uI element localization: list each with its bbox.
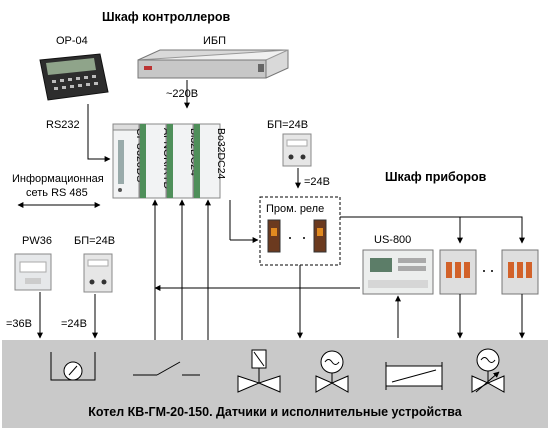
motor-valve-icon — [315, 350, 349, 393]
psu-left-icon — [83, 253, 113, 293]
psu-left-label: БП=24В — [74, 235, 115, 247]
pw36-icon — [14, 253, 52, 291]
v36-label: =36В — [6, 318, 32, 330]
contactor-icon — [501, 249, 539, 295]
pw36-label: PW36 — [22, 235, 52, 247]
module-label: Bo32DC24 — [215, 128, 227, 180]
op04-panel-icon: OP-04 — [39, 35, 109, 101]
flow-meter-icon — [385, 362, 443, 390]
info-network-label-1: Информационная — [12, 173, 104, 185]
switch-icon — [133, 361, 200, 376]
ups-icon: ИБП — [137, 35, 289, 79]
us800-label: US-800 — [374, 234, 411, 246]
relay-icon — [267, 219, 327, 253]
psu-top-label: БП=24В — [267, 119, 308, 131]
solenoid-valve-icon — [237, 349, 281, 393]
info-network-label-2: сеть RS 485 — [26, 187, 88, 199]
relay-label: Пром. реле — [266, 203, 324, 215]
control-valve-icon — [471, 348, 505, 393]
contactor-icon — [439, 249, 477, 295]
instrument-cabinet-title: Шкаф приборов — [385, 170, 487, 184]
boiler-title: Котел КВ-ГМ-20-150. Датчики и исполнител… — [88, 405, 463, 419]
ups-label: ИБП — [203, 35, 226, 47]
v24-top-label: =24В — [304, 176, 330, 188]
controller-cabinet-title: Шкаф контроллеров — [102, 10, 230, 24]
rs232-label: RS232 — [46, 119, 80, 131]
bo32dc24-module: Bo32DC24 — [193, 123, 227, 199]
op04-label: OP-04 — [56, 35, 88, 47]
level-gauge-icon — [50, 352, 96, 381]
psu-top-icon — [282, 133, 312, 167]
v24-left-label: =24В — [61, 318, 87, 330]
us800-icon — [362, 249, 434, 295]
v220-label: ~220В — [166, 88, 198, 100]
